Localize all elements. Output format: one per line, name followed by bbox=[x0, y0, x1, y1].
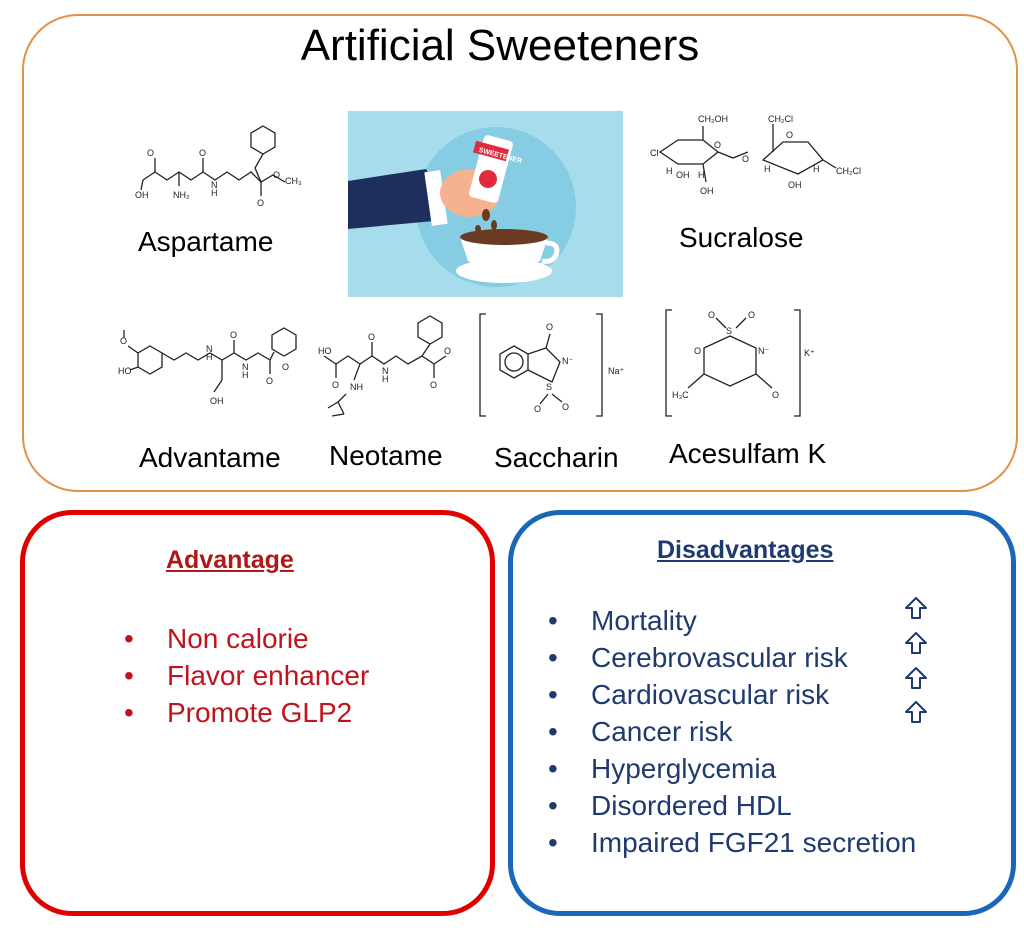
svg-text:N: N bbox=[211, 180, 218, 190]
svg-text:H: H bbox=[764, 164, 771, 174]
advantage-heading: Advantage bbox=[166, 546, 294, 574]
svg-text:S: S bbox=[726, 326, 732, 336]
svg-text:O: O bbox=[282, 362, 289, 372]
svg-text:O: O bbox=[430, 380, 437, 390]
disadvantage-item: Cerebrovascular risk bbox=[548, 639, 916, 676]
svg-text:N: N bbox=[242, 362, 249, 372]
svg-text:H: H bbox=[206, 352, 213, 362]
svg-text:O: O bbox=[562, 402, 569, 412]
svg-text:CH₂OH: CH₂OH bbox=[698, 114, 728, 124]
svg-text:H: H bbox=[211, 188, 218, 198]
svg-text:O: O bbox=[772, 390, 779, 400]
svg-text:O: O bbox=[147, 148, 154, 158]
svg-text:K⁺: K⁺ bbox=[804, 348, 815, 358]
up-arrow-icon bbox=[905, 701, 927, 723]
disadvantage-item: Mortality bbox=[548, 602, 916, 639]
svg-text:O: O bbox=[273, 170, 280, 180]
disadvantages-panel bbox=[508, 510, 1016, 916]
advantage-list: Non calorie Flavor enhancer Promote GLP2 bbox=[124, 620, 369, 731]
svg-text:CH₂Cl: CH₂Cl bbox=[836, 166, 861, 176]
svg-text:O: O bbox=[230, 330, 237, 340]
disadvantage-item: Cancer risk bbox=[548, 713, 916, 750]
svg-text:O: O bbox=[266, 376, 273, 386]
svg-text:CH₂Cl: CH₂Cl bbox=[768, 114, 793, 124]
advantage-item: Promote GLP2 bbox=[124, 694, 369, 731]
svg-text:O: O bbox=[694, 346, 701, 356]
disadvantage-item: Hyperglycemia bbox=[548, 750, 916, 787]
svg-text:H: H bbox=[382, 374, 389, 384]
sweeteners-panel bbox=[22, 14, 1018, 492]
svg-text:OH: OH bbox=[700, 186, 714, 196]
advantame-structure: O HO NH O NH OH O O bbox=[118, 327, 297, 406]
svg-text:O: O bbox=[534, 404, 541, 414]
advantage-item: Non calorie bbox=[124, 620, 369, 657]
svg-text:N⁻: N⁻ bbox=[758, 346, 769, 356]
sucralose-label: Sucralose bbox=[679, 222, 804, 253]
svg-text:O: O bbox=[120, 336, 127, 346]
svg-text:OH: OH bbox=[135, 190, 149, 200]
diagram-title: Artificial Sweeteners bbox=[300, 21, 700, 70]
svg-text:O: O bbox=[714, 140, 721, 150]
acesulfam-k-structure: O S N⁻ O O H₃C O K⁺ bbox=[665, 309, 815, 417]
disadvantage-item: Cardiovascular risk bbox=[548, 676, 916, 713]
saccharin-structure: O N⁻ S O O Na⁺ bbox=[479, 313, 625, 417]
disadvantage-item: Impaired FGF21 secretion bbox=[548, 824, 916, 861]
disadvantage-item: Disordered HDL bbox=[548, 787, 916, 824]
svg-text:O: O bbox=[332, 380, 339, 390]
svg-text:O: O bbox=[748, 310, 755, 320]
svg-text:OH: OH bbox=[788, 180, 802, 190]
svg-text:N⁻: N⁻ bbox=[562, 356, 573, 366]
aspartame-structure: O OH NH₂ O NH O O CH₃ bbox=[135, 125, 302, 208]
svg-text:OH: OH bbox=[676, 170, 690, 180]
neotame-structure: HO O O NH NH O O bbox=[318, 315, 451, 417]
svg-text:Na⁺: Na⁺ bbox=[608, 366, 625, 376]
svg-text:Cl: Cl bbox=[650, 148, 659, 158]
svg-text:HO: HO bbox=[118, 366, 132, 376]
svg-text:O: O bbox=[708, 310, 715, 320]
advantame-label: Advantame bbox=[139, 442, 281, 473]
svg-text:O: O bbox=[742, 154, 749, 164]
svg-text:OH: OH bbox=[210, 396, 224, 406]
acesulfam-k-label: Acesulfam K bbox=[669, 438, 827, 469]
svg-text:O: O bbox=[199, 148, 206, 158]
sweetener-illustration: SWEETENER bbox=[348, 111, 623, 297]
svg-text:H: H bbox=[666, 166, 673, 176]
svg-text:H₃C: H₃C bbox=[672, 390, 689, 400]
svg-text:O: O bbox=[444, 346, 451, 356]
up-arrow-icon bbox=[905, 667, 927, 689]
advantage-panel bbox=[20, 510, 495, 916]
svg-text:S: S bbox=[546, 382, 552, 392]
svg-text:O: O bbox=[257, 198, 264, 208]
svg-text:O: O bbox=[786, 130, 793, 140]
svg-text:O: O bbox=[546, 322, 553, 332]
disadvantages-heading: Disadvantages bbox=[657, 536, 834, 564]
up-arrow-icon bbox=[905, 632, 927, 654]
up-arrow-icon bbox=[905, 597, 927, 619]
svg-text:HO: HO bbox=[318, 346, 332, 356]
neotame-label: Neotame bbox=[329, 440, 443, 471]
svg-text:NH: NH bbox=[350, 382, 363, 392]
svg-text:H: H bbox=[813, 164, 820, 174]
svg-text:NH₂: NH₂ bbox=[173, 190, 190, 200]
aspartame-label: Aspartame bbox=[138, 226, 274, 257]
svg-text:CH₃: CH₃ bbox=[285, 176, 302, 186]
svg-text:N: N bbox=[206, 344, 213, 354]
saccharin-label: Saccharin bbox=[494, 442, 619, 473]
disadvantages-list: Mortality Cerebrovascular risk Cardiovas… bbox=[548, 602, 916, 861]
svg-text:H: H bbox=[242, 370, 249, 380]
svg-text:H: H bbox=[698, 170, 705, 180]
svg-text:O: O bbox=[368, 332, 375, 342]
advantage-item: Flavor enhancer bbox=[124, 657, 369, 694]
svg-text:N: N bbox=[382, 366, 389, 376]
